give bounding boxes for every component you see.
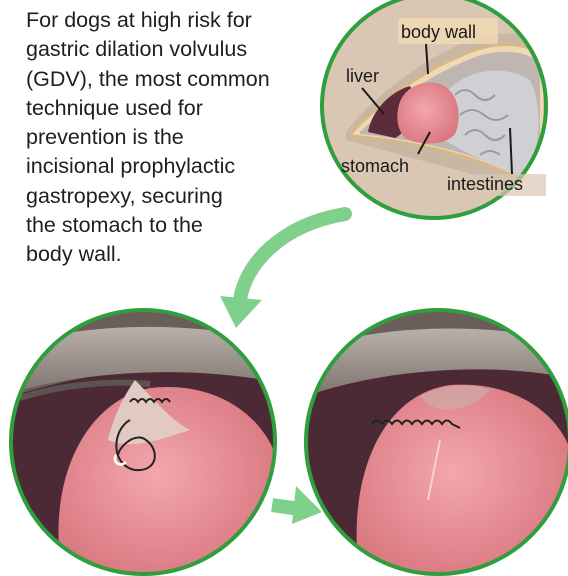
curved-arrow — [240, 214, 345, 300]
label-stomach: stomach — [341, 156, 409, 176]
label-intestines: intestines — [447, 174, 523, 194]
suturing-circle — [0, 300, 290, 576]
label-body-wall: body wall — [401, 22, 476, 42]
completed-gastropexy-circle — [300, 300, 568, 576]
label-liver: liver — [346, 66, 379, 86]
cross-section-circle: body wall liver stomach intestines — [320, 0, 552, 220]
curved-arrow-head — [220, 296, 262, 328]
